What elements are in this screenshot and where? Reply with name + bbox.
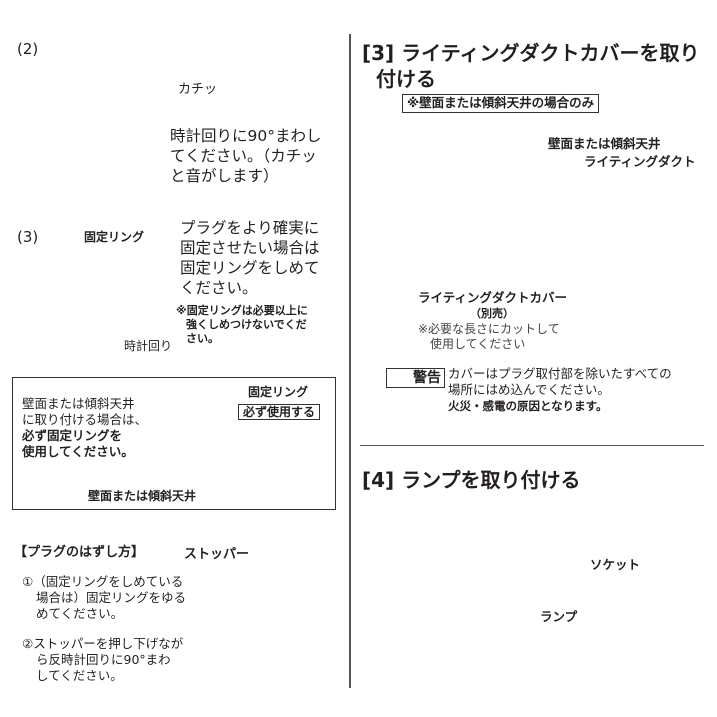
wall-box-line: 壁面または傾斜天井 (22, 396, 135, 411)
warning-badge: 警告 (386, 368, 445, 388)
section4-heading: [4] ランプを取り付ける (362, 468, 581, 492)
column-divider (349, 34, 351, 688)
warning-text-line: カバーはプラグ取付部を除いたすべての (448, 366, 672, 381)
step3-note-line: さい。 (186, 332, 219, 345)
duct-cover-sold-separately: （別売） (470, 307, 514, 320)
step3-text: プラグをより確実に 固定させたい場合は 固定リングをしめて ください。 (180, 218, 320, 298)
removal-step1-line: ①（固定リングをしめている (22, 574, 184, 589)
step3-note: ※固定リングは必要以上に 強くしめつけないでくだ さい。 (176, 304, 308, 346)
fixing-ring-label: 固定リング (84, 230, 145, 244)
duct-cover-label: ライティングダクトカバー (418, 290, 568, 305)
surface-label: 壁面または傾斜天井 (548, 136, 661, 151)
removal-step1-line: 場合は）固定リングをゆる (36, 590, 187, 605)
step3-label: (3) (17, 228, 39, 246)
warning-text-line: 場所にはめ込んでください。 (448, 382, 610, 397)
cut-note: ※必要な長さにカットして 使用してください (418, 322, 560, 352)
stopper-label: ストッパー (184, 547, 250, 562)
step2-text: 時計回りに90°まわし てください。（カチッ と音がします） (170, 126, 321, 186)
removal-step2: ②ストッパーを押し下げなが ら反時計回りに90°まわ してください。 (22, 636, 183, 684)
click-sound-label: カチッ (178, 82, 218, 97)
section-divider (360, 445, 704, 446)
section3-heading: [3] ライティングダクトカバーを取り 付ける (362, 40, 700, 92)
lamp-label: ランプ (540, 609, 578, 624)
step3-text-line: 固定させたい場合は (180, 239, 320, 257)
cut-note-line: 使用してください (430, 337, 526, 351)
warning-text: カバーはプラグ取付部を除いたすべての 場所にはめ込んでください。 火災・感電の原… (448, 366, 672, 414)
wall-box-line: に取り付ける場合は、 (22, 412, 148, 427)
must-use-label: 必ず使用する (238, 404, 321, 420)
removal-step2-line: してください。 (36, 668, 123, 683)
clockwise-label: 時計回り (124, 339, 173, 353)
socket-label: ソケット (590, 557, 641, 572)
step3-text-line: プラグをより確実に (180, 219, 320, 237)
cut-note-line: ※必要な長さにカットして (418, 322, 560, 336)
step2-label: (2) (17, 40, 39, 58)
wall-box-surface-label: 壁面または傾斜天井 (88, 489, 197, 503)
step3-note-line: ※固定リングは必要以上に (176, 304, 308, 317)
wall-box-text: 壁面または傾斜天井 に取り付ける場合は、 必ず固定リングを 使用してください。 (22, 396, 147, 460)
warning-badge-text: 警告 (413, 370, 441, 386)
wall-mount-box (12, 377, 336, 510)
wall-box-ring-label: 固定リング (248, 385, 309, 399)
removal-step2-line: ②ストッパーを押し下げなが (22, 636, 184, 651)
section3-heading-line: [3] ライティングダクトカバーを取り (362, 41, 700, 65)
step3-text-line: 固定リングをしめて (180, 259, 320, 277)
warning-text-bold: 火災・感電の原因となります。 (448, 399, 608, 413)
removal-step1: ①（固定リングをしめている 場合は）固定リングをゆる めてください。 (22, 574, 186, 622)
step2-text-line: と音がします） (170, 167, 279, 185)
condition-box: ※壁面または傾斜天井の場合のみ (402, 94, 600, 113)
duct-label: ライティングダクト (584, 154, 696, 169)
step3-text-line: ください。 (180, 279, 258, 297)
wall-box-line-bold: 必ず固定リングを (22, 428, 123, 443)
section3-heading-line: 付ける (376, 67, 436, 91)
step2-text-line: 時計回りに90°まわし (170, 127, 322, 145)
removal-title: 【プラグのはずし方】 (14, 545, 145, 560)
removal-step2-line: ら反時計回りに90°まわ (36, 652, 171, 667)
wall-box-line-bold: 使用してください。 (22, 444, 134, 459)
removal-step1-line: めてください。 (36, 606, 124, 621)
step2-text-line: てください。（カチッ (170, 147, 317, 165)
step3-note-line: 強くしめつけないでくだ (186, 318, 307, 331)
